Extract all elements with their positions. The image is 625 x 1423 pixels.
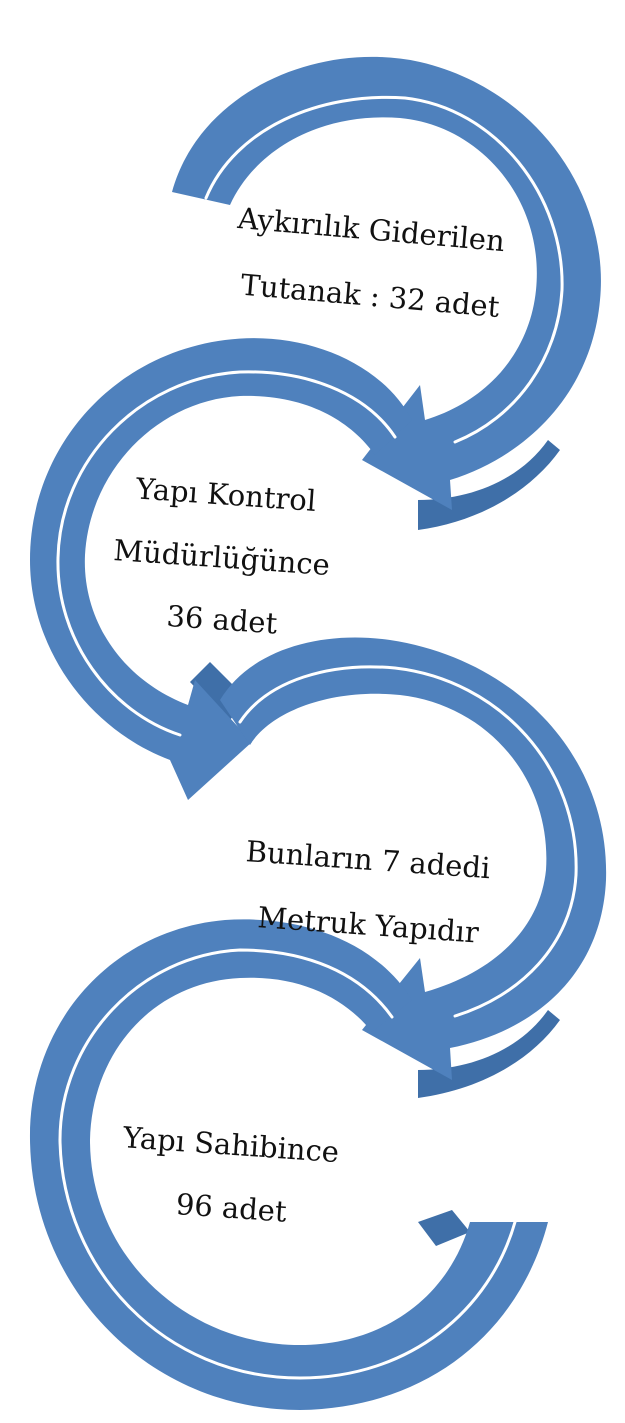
step-4-line-1: Yapı Sahibince: [121, 1120, 340, 1169]
step-1-label: Aykırılık Giderilen Tutanak : 32 adet: [230, 201, 516, 325]
ring-1-band: [172, 56, 601, 510]
cycle-arrow-4: [29, 919, 548, 1410]
ring-2-band: [30, 338, 412, 800]
step-3-line-1: Bunların 7 adedi: [245, 834, 492, 885]
step-4-line-2: 96 adet: [175, 1187, 288, 1229]
cycle-arrow-3: [220, 637, 607, 1098]
ring-4-rim: [58, 948, 517, 1380]
step-1-line-2: Tutanak : 32 adet: [239, 268, 501, 325]
step-2-label: Yapı Kontrol Müdürlüğünce 36 adet: [108, 470, 345, 644]
step-2-line-3: 36 adet: [166, 599, 279, 641]
ring-3-rim: [238, 665, 578, 1018]
ring-4-depth: [418, 1210, 470, 1246]
ring-3-band: [220, 637, 607, 1080]
ring-1-depth: [418, 440, 560, 530]
ring-1-rim: [204, 95, 564, 444]
cycle-arrow-1: [172, 56, 601, 530]
step-4-label: Yapı Sahibince 96 adet: [117, 1120, 350, 1233]
ring-2-rim: [56, 370, 397, 737]
step-3-label: Bunların 7 adedi Metruk Yapıdır: [240, 834, 500, 950]
step-2-line-2: Müdürlüğünce: [112, 533, 331, 582]
step-2-line-1: Yapı Kontrol: [134, 471, 317, 518]
ring-3-depth: [418, 1010, 560, 1098]
step-1-line-1: Aykırılık Giderilen: [235, 201, 506, 258]
